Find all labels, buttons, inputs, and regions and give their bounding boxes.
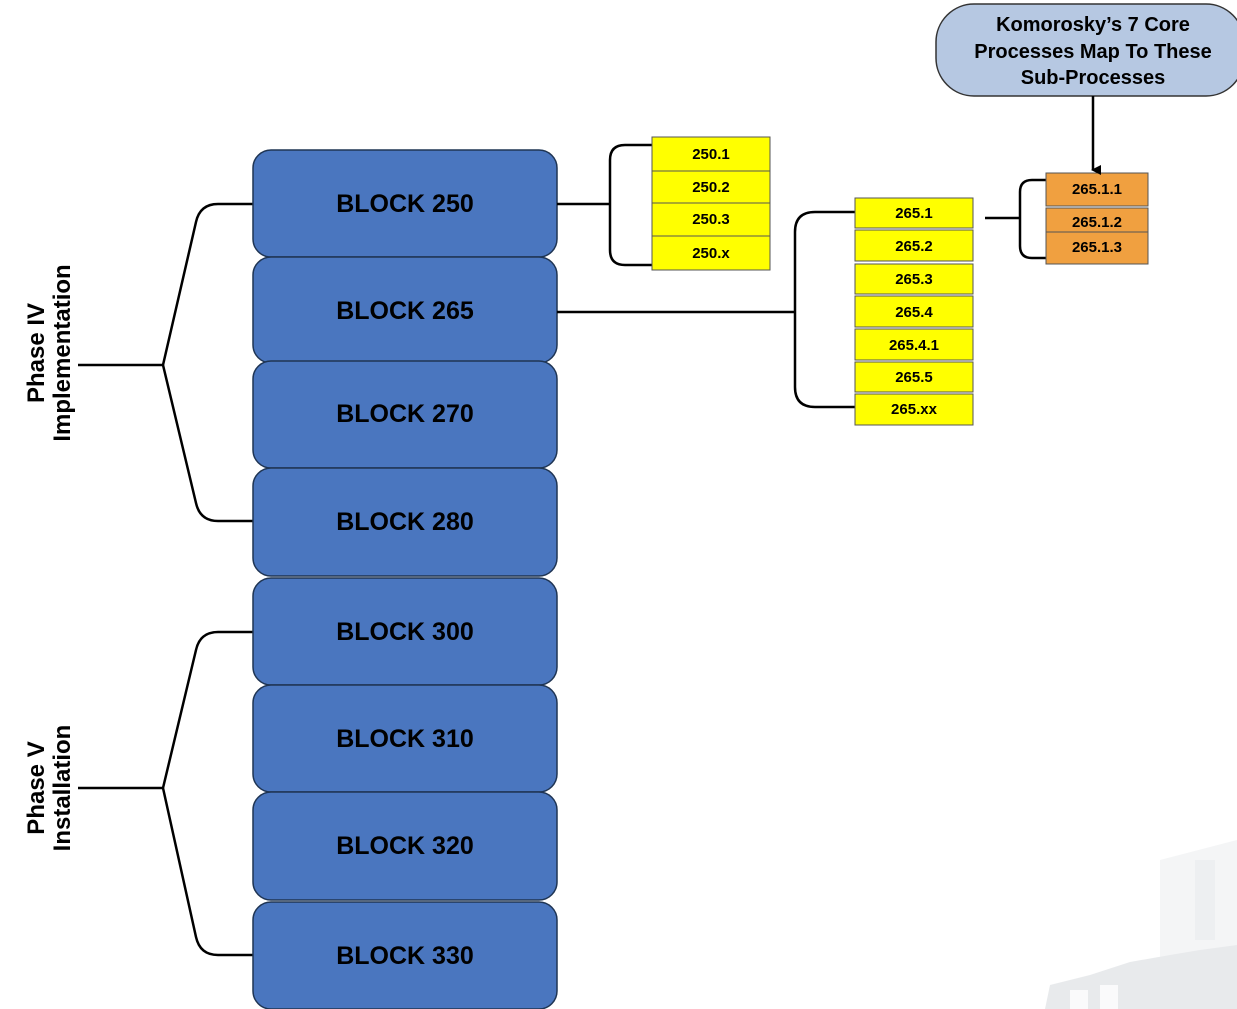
subprocess-label: 250.3 [692, 211, 730, 228]
subprocess-265-3[interactable]: 265.3 [854, 263, 974, 295]
subprocess-250-1[interactable]: 250.1 [651, 136, 771, 172]
building-watermark [1045, 840, 1237, 1009]
block-310[interactable]: BLOCK 310 [252, 684, 558, 793]
callout-line-2: Processes Map To These [974, 41, 1212, 63]
block-320[interactable]: BLOCK 320 [252, 791, 558, 901]
block-265-label: BLOCK 265 [336, 297, 474, 325]
block-250-label: BLOCK 250 [336, 190, 474, 218]
core-process-label: 265.1.3 [1072, 239, 1122, 256]
komorosky-callout: Komorosky’s 7 Core Processes Map To Thes… [935, 3, 1237, 97]
phase-iv-subtitle: Implementation [49, 264, 76, 441]
phase-v-subtitle: Installation [49, 725, 76, 852]
subprocess-265-xx[interactable]: 265.xx [854, 393, 974, 426]
subprocess-label: 265.3 [895, 271, 933, 288]
subprocess-label: 265.1 [895, 205, 933, 222]
block-330[interactable]: BLOCK 330 [252, 901, 558, 1009]
subprocess-250-2[interactable]: 250.2 [651, 170, 771, 204]
block-280-label: BLOCK 280 [336, 508, 474, 536]
block-280[interactable]: BLOCK 280 [252, 467, 558, 577]
subprocess-265-4[interactable]: 265.4 [854, 295, 974, 328]
block-265-bracket [557, 210, 855, 409]
block-265-subprocesses: 265.1 265.2 265.3 265.4 265.4.1 265.5 26… [854, 197, 974, 426]
block-250[interactable]: BLOCK 250 [252, 149, 558, 258]
phase-v-bracket [78, 630, 253, 957]
phase-iv-label: Phase IV Implementation [23, 264, 76, 441]
core-subprocesses: 265.1.1 265.1.2 265.1.3 [1045, 172, 1149, 265]
block-265[interactable]: BLOCK 265 [252, 256, 558, 364]
core-process-265-1-1[interactable]: 265.1.1 [1045, 172, 1149, 207]
core-process-bracket [985, 178, 1046, 260]
subprocess-265-5[interactable]: 265.5 [854, 361, 974, 393]
phase-v-title: Phase V [23, 741, 50, 834]
subprocess-label: 265.xx [891, 401, 938, 418]
block-300-label: BLOCK 300 [336, 618, 474, 646]
core-process-265-1-2[interactable]: 265.1.2 [1045, 207, 1149, 233]
core-process-265-1-3[interactable]: 265.1.3 [1045, 231, 1149, 265]
block-330-label: BLOCK 330 [336, 942, 474, 970]
subprocess-265-1[interactable]: 265.1 [854, 197, 974, 229]
subprocess-265-2[interactable]: 265.2 [854, 229, 974, 262]
block-320-label: BLOCK 320 [336, 832, 474, 860]
subprocess-label: 250.1 [692, 146, 730, 163]
core-process-label: 265.1.1 [1072, 181, 1122, 198]
subprocess-label: 250.2 [692, 179, 730, 196]
subprocess-label: 265.4.1 [889, 337, 939, 354]
phase-v-label: Phase V Installation [23, 725, 76, 852]
callout-line-3: Sub-Processes [1021, 67, 1166, 89]
block-270-label: BLOCK 270 [336, 400, 474, 428]
subprocess-label: 265.5 [895, 369, 933, 386]
subprocess-label: 265.2 [895, 238, 933, 255]
block-300[interactable]: BLOCK 300 [252, 577, 558, 686]
subprocess-250-x[interactable]: 250.x [651, 235, 771, 271]
subprocess-label: 250.x [692, 245, 730, 262]
subprocess-265-4-1[interactable]: 265.4.1 [854, 328, 974, 361]
block-270[interactable]: BLOCK 270 [252, 360, 558, 469]
callout-line-1: Komorosky’s 7 Core [996, 14, 1190, 36]
block-250-bracket [557, 143, 652, 267]
subprocess-label: 265.4 [895, 304, 933, 321]
core-process-label: 265.1.2 [1072, 214, 1122, 231]
block-250-subprocesses: 250.1 250.2 250.3 250.x [651, 136, 771, 271]
phase-iv-bracket [78, 202, 253, 523]
phase-iv-title: Phase IV [23, 303, 50, 403]
block-310-label: BLOCK 310 [336, 725, 474, 753]
subprocess-250-3[interactable]: 250.3 [651, 202, 771, 237]
